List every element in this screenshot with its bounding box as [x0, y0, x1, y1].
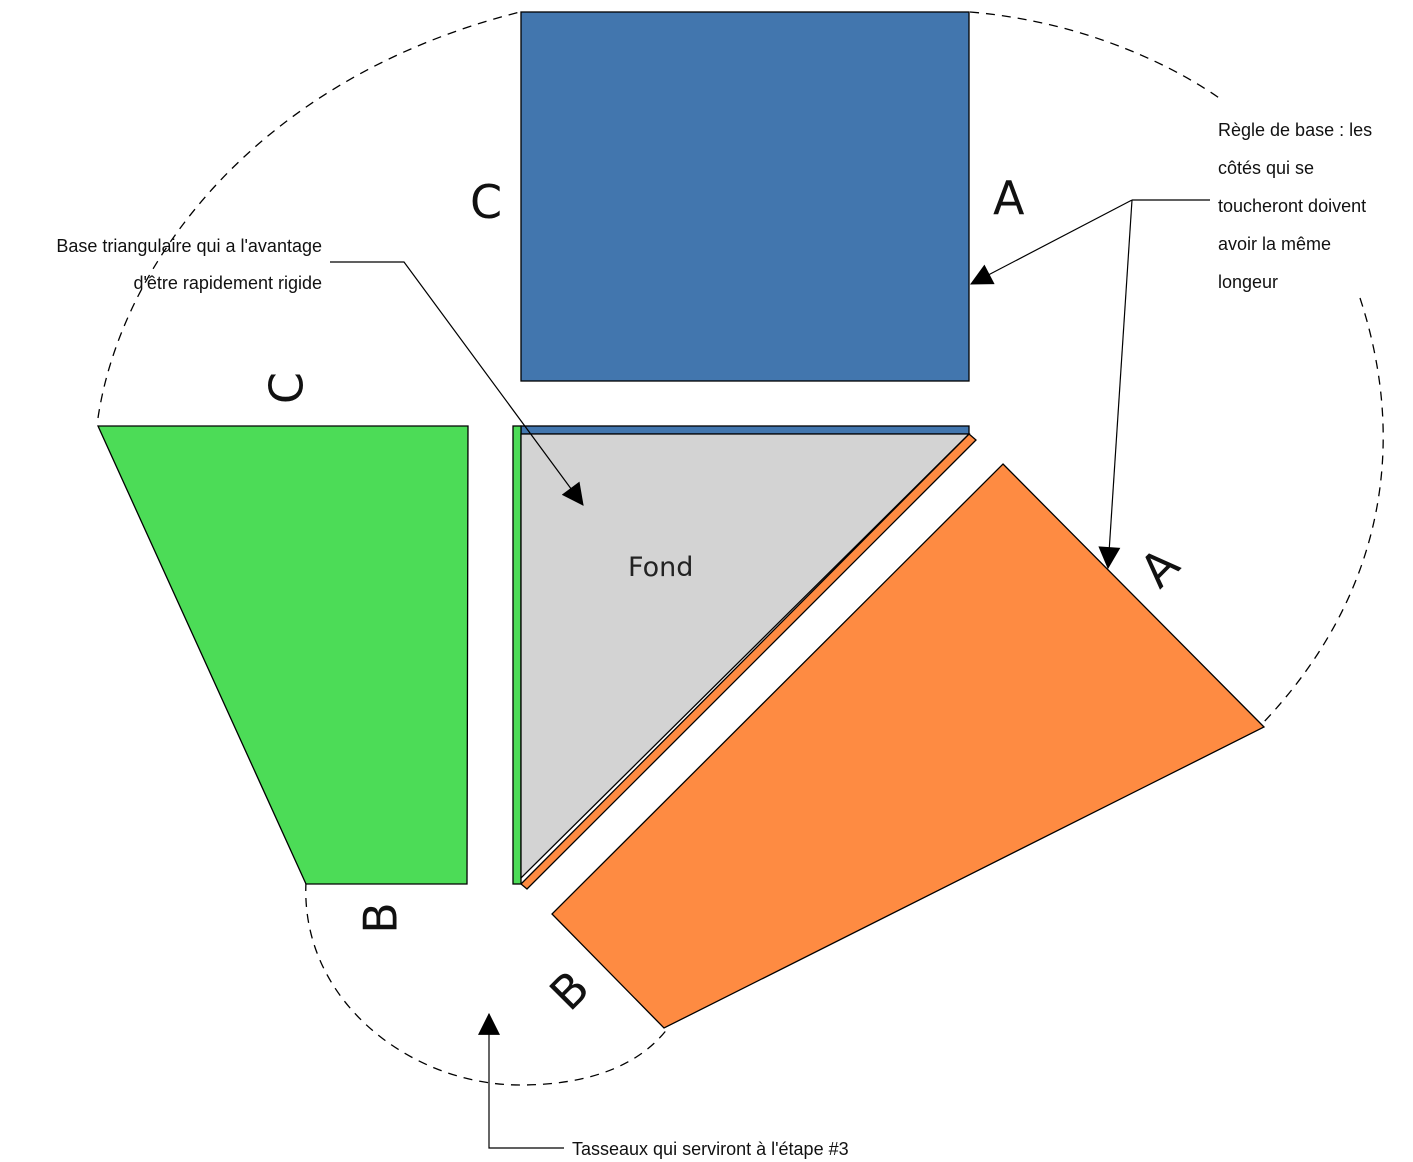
base-rule-line-2: côtés qui se: [1218, 158, 1314, 178]
left-panel-green: [96, 425, 469, 885]
base-rule-arrow-to-top-panel: [970, 199, 1133, 285]
tasseaux-leader: [478, 1012, 564, 1149]
base-rule-line-4: avoir la même: [1218, 234, 1331, 254]
base-rule-annotation: Règle de base : les côtés qui se toucher…: [1218, 120, 1372, 292]
fond-top-strip-blue: [520, 425, 970, 435]
fond-label: Fond: [628, 552, 693, 583]
triangular-base-leader: [330, 261, 584, 506]
edge-label-left-bottom: B: [354, 902, 408, 934]
base-rule-line-3: toucheront doivent: [1218, 196, 1366, 216]
right-panel-orange: [551, 463, 1266, 1029]
dashed-circle-bottom-arc: [305, 881, 669, 1086]
dashed-circle-top-arc: [97, 11, 521, 419]
fond-left-strip-green: [512, 425, 522, 885]
base-rule-line-5: longeur: [1218, 272, 1278, 292]
base-rule-line-1: Règle de base : les: [1218, 120, 1372, 140]
edge-label-right-top: A: [1129, 537, 1190, 598]
edge-label-right-bottom: B: [539, 960, 600, 1021]
edge-label-top-left: C: [470, 175, 502, 229]
top-panel-blue: [520, 11, 970, 382]
triangular-base-line-1: Base triangulaire qui a l'avantage: [56, 236, 322, 256]
edge-label-top-right: A: [993, 171, 1025, 225]
tasseaux-label: Tasseaux qui serviront à l'étape #3: [572, 1139, 849, 1159]
fond-panel: [520, 433, 971, 880]
dashed-circle-top-right-arc: [969, 11, 1223, 101]
triangular-base-annotation: Base triangulaire qui a l'avantage d'êtr…: [56, 236, 322, 293]
dashed-circle-right-arc: [1261, 297, 1384, 725]
fond-diagonal-strip-orange: [520, 433, 977, 890]
base-rule-arrow-to-right-panel: [1098, 199, 1133, 570]
triangular-base-line-2: d'être rapidement rigide: [133, 273, 322, 293]
edge-label-left-top: C: [260, 372, 314, 404]
